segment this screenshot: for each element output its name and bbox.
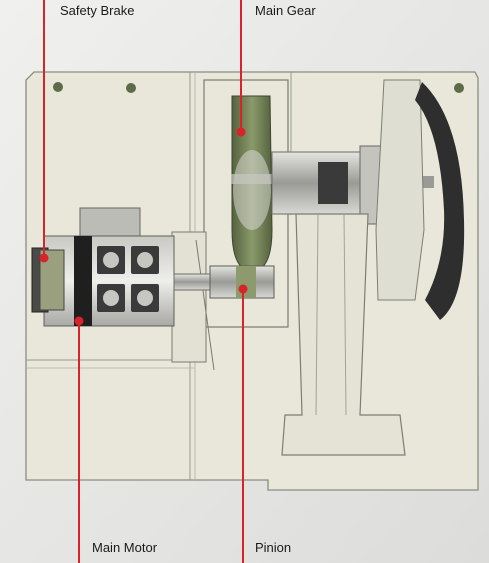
motor-bracket	[171, 231, 207, 363]
motor-cooling-fins	[97, 246, 159, 312]
drive-belt	[415, 82, 465, 320]
shaft-coupling	[318, 162, 348, 204]
mounting-hole	[454, 83, 464, 93]
label-main-motor: Main Motor	[92, 540, 158, 555]
callout-main-motor	[74, 316, 84, 563]
callout-main-gear	[236, 0, 246, 137]
mounting-hole	[126, 83, 136, 93]
motor-junction-box	[79, 207, 141, 237]
mounting-hole	[53, 82, 63, 92]
callout-safety-brake	[39, 0, 49, 263]
side-drive-unit	[375, 79, 425, 301]
motor-fan-cover	[74, 236, 92, 326]
pedestal-column	[281, 213, 406, 456]
callout-pinion	[238, 284, 248, 563]
label-main-gear: Main Gear	[255, 3, 316, 18]
label-safety-brake: Safety Brake	[60, 3, 135, 18]
label-pinion: Pinion	[255, 540, 292, 555]
